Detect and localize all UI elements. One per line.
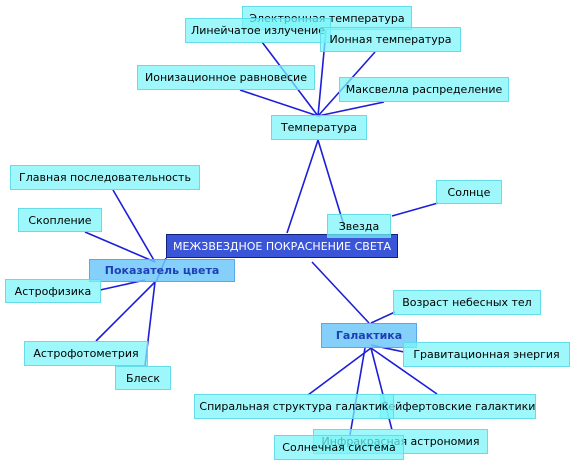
connector-line <box>349 347 366 436</box>
connector-line <box>239 89 319 117</box>
node-maxwell-distribution[interactable]: Максвелла распределение <box>339 77 509 102</box>
connector-line <box>311 261 370 324</box>
node-ionization-equilibrium[interactable]: Ионизационное равновесие <box>137 65 315 90</box>
connector-line <box>112 189 156 263</box>
connector-line <box>391 202 439 217</box>
node-sun[interactable]: Солнце <box>436 180 502 204</box>
node-line-emission[interactable]: Линейчатое излучение <box>185 18 331 43</box>
node-brightness[interactable]: Блеск <box>115 366 171 390</box>
hub-temperature[interactable]: Температура <box>271 115 367 140</box>
node-ion-temperature[interactable]: Ионная температура <box>320 27 461 52</box>
center-node[interactable]: МЕЖЗВЕЗДНОЕ ПОКРАСНЕНИЕ СВЕТА <box>166 234 398 258</box>
connector-line <box>307 347 372 396</box>
connector-line <box>95 281 156 342</box>
connector-line <box>370 347 438 395</box>
node-astrophotometry[interactable]: Астрофотометрия <box>24 341 148 366</box>
node-main-sequence[interactable]: Главная последовательность <box>10 165 200 190</box>
node-solar-system[interactable]: Солнечная система <box>274 435 404 460</box>
node-spiral-structure[interactable]: Спиральная структура галактик <box>194 394 394 419</box>
hub-star[interactable]: Звезда <box>327 214 391 238</box>
hub-color-index[interactable]: Показатель цвета <box>89 259 235 282</box>
connector-line <box>84 231 156 263</box>
node-celestial-age[interactable]: Возраст небесных тел <box>393 290 541 315</box>
connector-line <box>317 101 385 117</box>
node-seyfert-galaxies[interactable]: Сейфертовские галактики <box>380 394 536 419</box>
node-cluster[interactable]: Скопление <box>18 208 102 232</box>
node-astrophysics[interactable]: Астрофизика <box>5 279 101 303</box>
hub-galaxy[interactable]: Галактика <box>321 323 417 348</box>
connector-line <box>370 311 396 324</box>
connector-line <box>286 139 319 234</box>
node-gravitational-energy[interactable]: Гравитационная энергия <box>403 342 570 367</box>
